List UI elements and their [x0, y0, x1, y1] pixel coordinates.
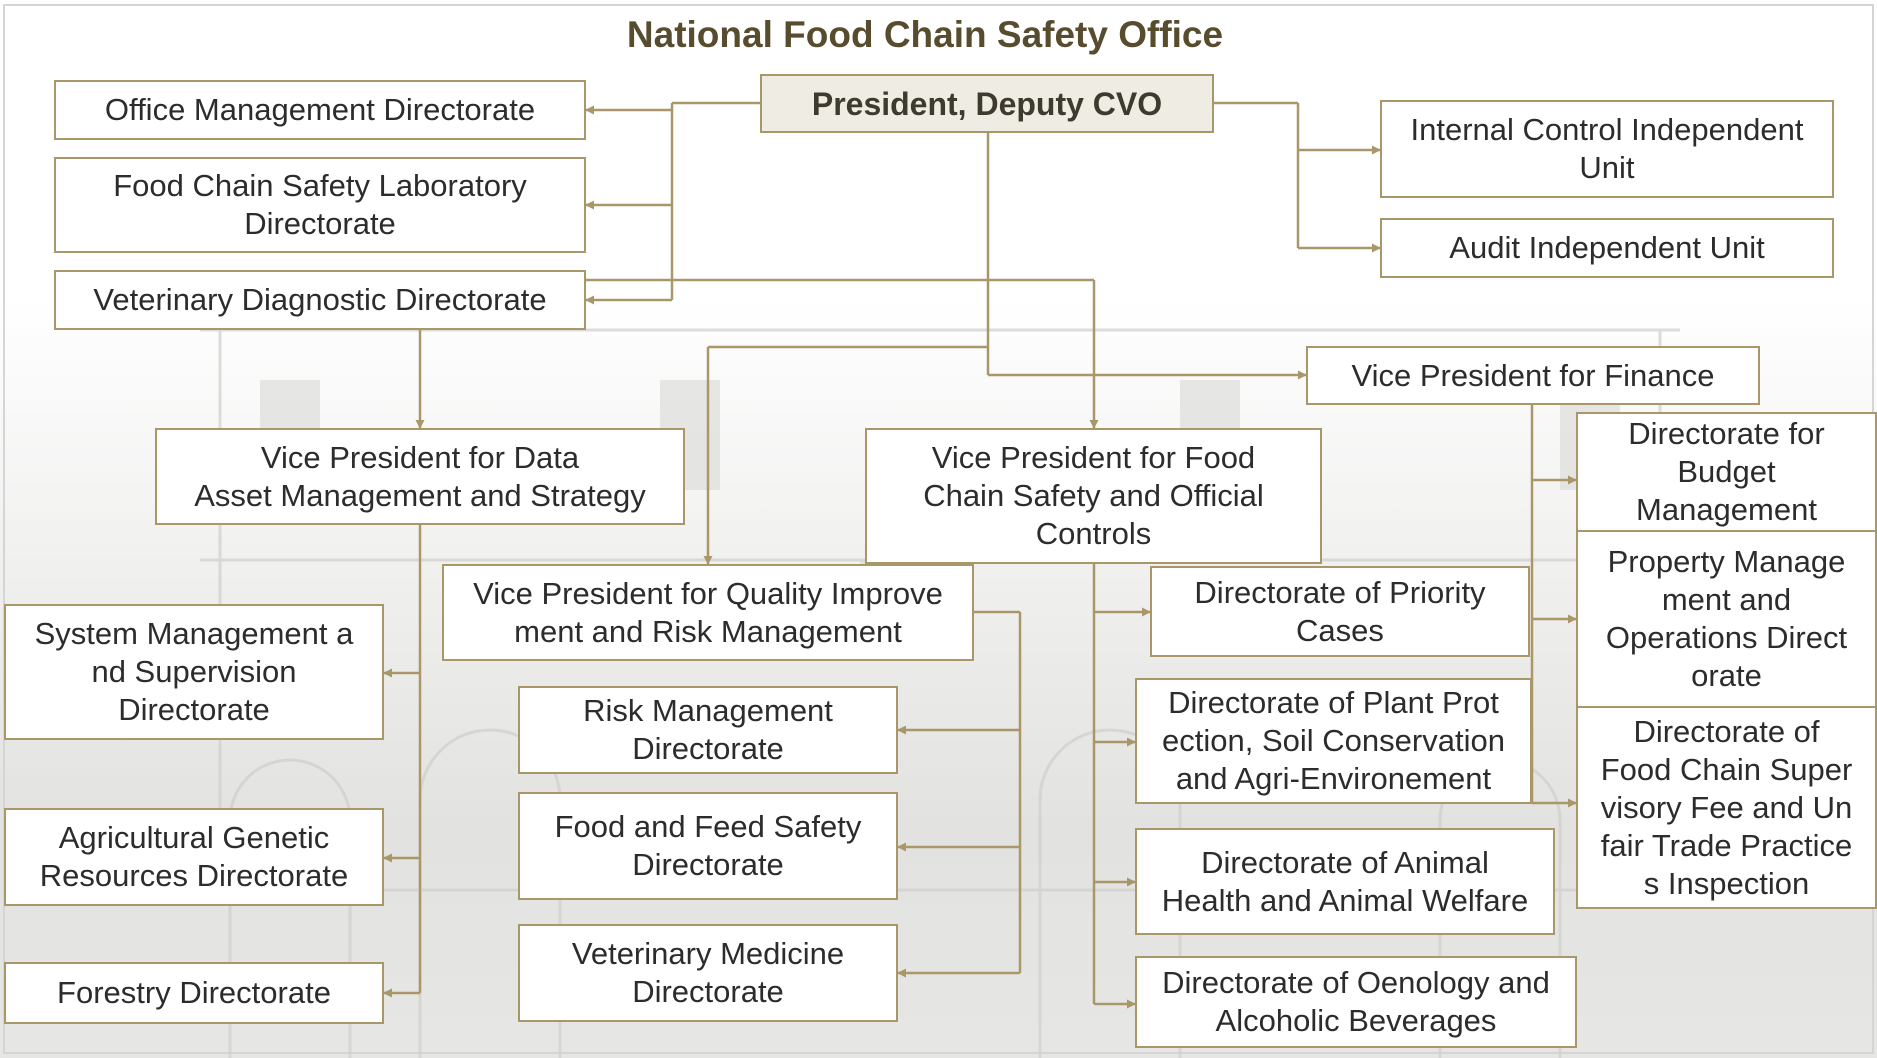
property-label: Property Manage ment and Operations Dire…: [1605, 544, 1848, 693]
forestry-label: Forestry Directorate: [57, 975, 331, 1010]
agri-genetic-label: Agricultural Genetic Resources Directora…: [39, 820, 349, 893]
priority-cases-node[interactable]: Directorate of Priority Cases: [1150, 566, 1530, 657]
budget-label: Directorate for Budget Management: [1628, 416, 1825, 527]
chart-title: National Food Chain Safety Office: [626, 14, 1224, 55]
vp-finance-node[interactable]: Vice President for Finance: [1306, 346, 1760, 405]
budget-node[interactable]: Directorate for Budget Management: [1576, 412, 1877, 532]
audit-label: Audit Independent Unit: [1449, 230, 1765, 265]
vp-data-label: Vice President for Data Asset Management…: [194, 439, 646, 513]
vet-diagnostic-label: Veterinary Diagnostic Directorate: [93, 282, 547, 317]
agri-genetic-node[interactable]: Agricultural Genetic Resources Directora…: [4, 808, 384, 906]
property-node[interactable]: Property Manage ment and Operations Dire…: [1576, 530, 1877, 708]
lab-label: Food Chain Safety Laboratory Directorate: [113, 168, 527, 241]
vet-diagnostic-node[interactable]: Veterinary Diagnostic Directorate: [54, 270, 586, 330]
president-label: President, Deputy CVO: [811, 85, 1163, 122]
food-feed-safety-node[interactable]: Food and Feed Safety Directorate: [518, 792, 898, 900]
vp-food-label: Vice President for Food Chain Safety and…: [923, 440, 1264, 551]
forestry-node[interactable]: Forestry Directorate: [4, 962, 384, 1024]
plant-protection-label: Directorate of Plant Prot ection, Soil C…: [1162, 685, 1505, 796]
internal-control-label: Internal Control Independent Unit: [1410, 112, 1804, 185]
risk-management-node[interactable]: Risk Management Directorate: [518, 686, 898, 774]
audit-node[interactable]: Audit Independent Unit: [1380, 218, 1834, 278]
oenology-node[interactable]: Directorate of Oenology and Alcoholic Be…: [1135, 956, 1577, 1048]
vp-food-node[interactable]: Vice President for Food Chain Safety and…: [865, 428, 1322, 564]
internal-control-node[interactable]: Internal Control Independent Unit: [1380, 100, 1834, 198]
system-management-label: System Management a nd Supervision Direc…: [34, 616, 354, 727]
food-feed-safety-label: Food and Feed Safety Directorate: [554, 809, 862, 882]
fee-label: Directorate of Food Chain Super visory F…: [1600, 713, 1853, 901]
priority-cases-label: Directorate of Priority Cases: [1194, 574, 1486, 648]
office-management-node[interactable]: Office Management Directorate: [54, 80, 586, 140]
president-node[interactable]: President, Deputy CVO: [760, 74, 1214, 133]
vet-medicine-label: Veterinary Medicine Directorate: [571, 936, 845, 1009]
animal-health-node[interactable]: Directorate of Animal Health and Animal …: [1135, 828, 1555, 935]
vet-medicine-node[interactable]: Veterinary Medicine Directorate: [518, 924, 898, 1022]
oenology-label: Directorate of Oenology and Alcoholic Be…: [1162, 965, 1550, 1038]
vp-finance-label: Vice President for Finance: [1351, 357, 1715, 393]
lab-node[interactable]: Food Chain Safety Laboratory Directorate: [54, 157, 586, 253]
system-management-node[interactable]: System Management a nd Supervision Direc…: [4, 604, 384, 740]
plant-protection-node[interactable]: Directorate of Plant Prot ection, Soil C…: [1135, 678, 1532, 804]
vp-quality-node[interactable]: Vice President for Quality Improve ment …: [442, 564, 974, 661]
animal-health-label: Directorate of Animal Health and Animal …: [1161, 844, 1529, 918]
vp-data-node[interactable]: Vice President for Data Asset Management…: [155, 428, 685, 525]
risk-management-label: Risk Management Directorate: [583, 693, 833, 766]
fee-node[interactable]: Directorate of Food Chain Super visory F…: [1576, 706, 1877, 909]
vp-quality-label: Vice President for Quality Improve ment …: [473, 575, 943, 649]
office-management-label: Office Management Directorate: [104, 92, 536, 127]
